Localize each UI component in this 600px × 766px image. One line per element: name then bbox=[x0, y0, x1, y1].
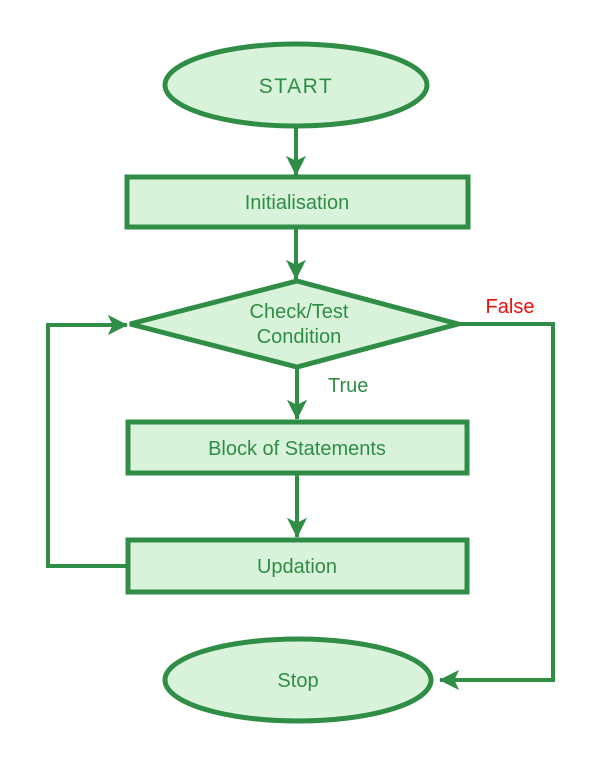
condition-label-line1: Check/Test bbox=[250, 301, 349, 323]
updation-label: Updation bbox=[257, 556, 337, 578]
false-edge-label: False bbox=[486, 296, 535, 318]
condition-node bbox=[129, 278, 468, 370]
node-labels-group: START Initialisation Check/Test Conditio… bbox=[208, 75, 386, 692]
edge-updation-to-condition-loopback bbox=[46, 314, 128, 568]
updation-node bbox=[125, 537, 470, 595]
stop-node bbox=[162, 636, 434, 724]
nodes-group bbox=[124, 41, 471, 724]
initialisation-label: Initialisation bbox=[245, 192, 350, 214]
true-edge-label: True bbox=[328, 375, 368, 397]
edge-labels-group: True False bbox=[328, 296, 534, 397]
start-label: START bbox=[259, 75, 333, 98]
edges-group bbox=[46, 126, 555, 691]
condition-label-line2: Condition bbox=[257, 326, 342, 348]
edge-condition-to-stop-false bbox=[439, 322, 555, 691]
initialisation-node bbox=[124, 174, 471, 230]
block-label: Block of Statements bbox=[208, 438, 386, 460]
stop-label: Stop bbox=[277, 670, 318, 692]
block-node bbox=[125, 419, 470, 476]
start-node bbox=[162, 41, 430, 129]
